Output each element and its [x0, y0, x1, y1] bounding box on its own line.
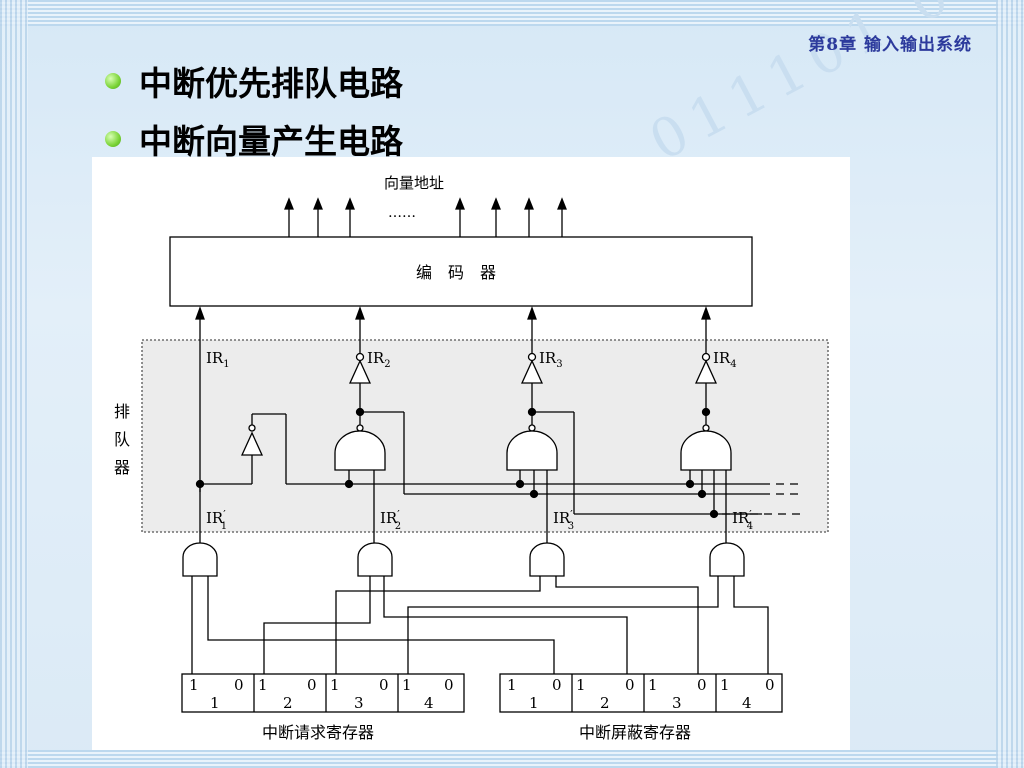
- vector-address-arrows: [284, 197, 567, 237]
- request-and-gates: [182, 542, 745, 577]
- ir-prime-label: IR′3: [553, 508, 574, 532]
- ir-output-lines: [195, 306, 711, 492]
- encoder-label: 编 码 器: [416, 263, 496, 282]
- mask-cell-top-right: 0: [625, 676, 635, 694]
- request-cell-top-left: 1: [402, 676, 412, 694]
- mask-register-label: 中断屏蔽寄存器: [579, 723, 691, 742]
- mask-cell-top-left: 1: [720, 676, 730, 694]
- queue-label-char: 排: [114, 402, 130, 421]
- bullet-item: 中断优先排队电路: [105, 52, 403, 110]
- vector-ellipsis: ……: [388, 205, 416, 221]
- request-cell-top-right: 0: [444, 676, 454, 694]
- request-cell-top-left: 1: [258, 676, 268, 694]
- mask-cell-top-left: 1: [576, 676, 586, 694]
- mask-cell-top-right: 0: [697, 676, 707, 694]
- request-cell-bottom: 1: [210, 694, 220, 712]
- mask-cell-top-left: 1: [648, 676, 658, 694]
- mask-cell-top-left: 1: [507, 676, 517, 694]
- request-cell-bottom: 4: [424, 694, 434, 712]
- mask-cell-bottom: 2: [600, 694, 610, 712]
- slide-bottom-border: [0, 750, 1024, 768]
- mask-cell-top-right: 0: [765, 676, 775, 694]
- interrupt-vector-diagram: 向量地址 …… 编 码 器 排 队 器 IR1 IR2 IR3 IR4 IR′1…: [92, 157, 850, 750]
- ir-prime-label: IR′1: [206, 508, 227, 532]
- ir-label: IR2: [367, 349, 391, 370]
- request-cell-bottom: 3: [354, 694, 364, 712]
- ir-prime-label: IR′2: [380, 508, 401, 532]
- request-cell-top-right: 0: [234, 676, 244, 694]
- slide-right-border: [996, 0, 1024, 768]
- slide-top-border: [0, 0, 1024, 26]
- queue-nand-gates: [334, 430, 732, 471]
- request-cell-top-left: 1: [189, 676, 199, 694]
- green-bullet-icon: [105, 73, 121, 89]
- bullet-text: 中断向量产生电路: [139, 122, 403, 161]
- request-cell-top-right: 0: [379, 676, 389, 694]
- register-wiring: [191, 576, 769, 677]
- mask-cell-bottom: 1: [529, 694, 539, 712]
- mask-register-box: [499, 673, 783, 713]
- mask-cell-bottom: 3: [672, 694, 682, 712]
- request-cell-bottom: 2: [283, 694, 293, 712]
- bullet-item: 中断向量产生电路: [105, 110, 403, 168]
- mask-cell-top-right: 0: [552, 676, 562, 694]
- request-register-box: [181, 673, 465, 713]
- slide-left-border: [0, 0, 28, 768]
- circuit-svg: 向量地址 …… 编 码 器 排 队 器 IR1 IR2 IR3 IR4 IR′1…: [114, 174, 829, 742]
- ir-inverters: [348, 352, 718, 384]
- encoder-box: [169, 236, 753, 307]
- ir-label: IR4: [713, 349, 737, 370]
- green-bullet-icon: [105, 131, 121, 147]
- queue-area: [141, 339, 829, 533]
- request-cell-top-right: 0: [307, 676, 317, 694]
- queue-label-char: 器: [114, 458, 130, 477]
- mask-cell-bottom: 4: [742, 694, 752, 712]
- bullet-text: 中断优先排队电路: [139, 64, 403, 103]
- ir-label: IR1: [206, 349, 230, 370]
- request-cell-top-left: 1: [330, 676, 340, 694]
- vector-address-label: 向量地址: [384, 174, 444, 192]
- ir-prime-label: IR′4: [732, 508, 753, 532]
- ir-label: IR3: [539, 349, 563, 370]
- bullet-list: 中断优先排队电路 中断向量产生电路: [105, 52, 403, 168]
- chapter-label: 第8章 输入输出系统: [808, 35, 972, 55]
- queue-label-char: 队: [114, 430, 130, 449]
- request-register-label: 中断请求寄存器: [262, 723, 374, 742]
